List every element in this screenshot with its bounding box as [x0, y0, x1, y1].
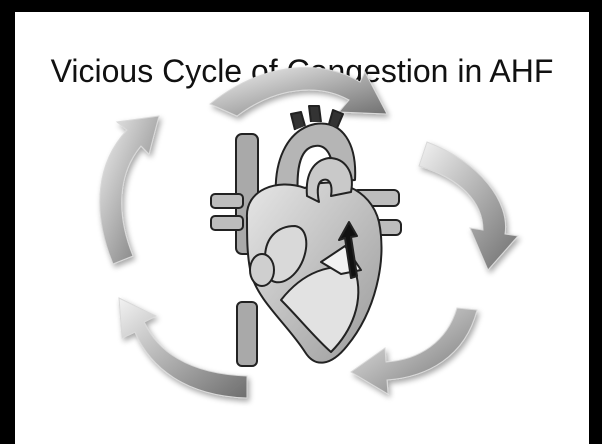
cycle-diagram [15, 12, 589, 444]
heart-illustration [211, 106, 401, 366]
atrium-opening [250, 254, 274, 286]
aorta-branch-1 [291, 112, 305, 130]
pulmonary-vein-left-2 [211, 216, 243, 230]
inferior-vena-cava [237, 302, 257, 366]
cycle-arrow-right [419, 142, 518, 270]
cycle-arrow-bottom-right [351, 308, 477, 394]
pulmonary-vein-left-1 [211, 194, 243, 208]
slide-canvas: Vicious Cycle of Congestion in AHF [15, 12, 589, 444]
cycle-arrow-left [100, 116, 159, 264]
cycle-arrow-bottom-left [119, 298, 247, 398]
cycle-arrow-top [210, 68, 387, 116]
aorta-branch-2 [309, 106, 321, 122]
